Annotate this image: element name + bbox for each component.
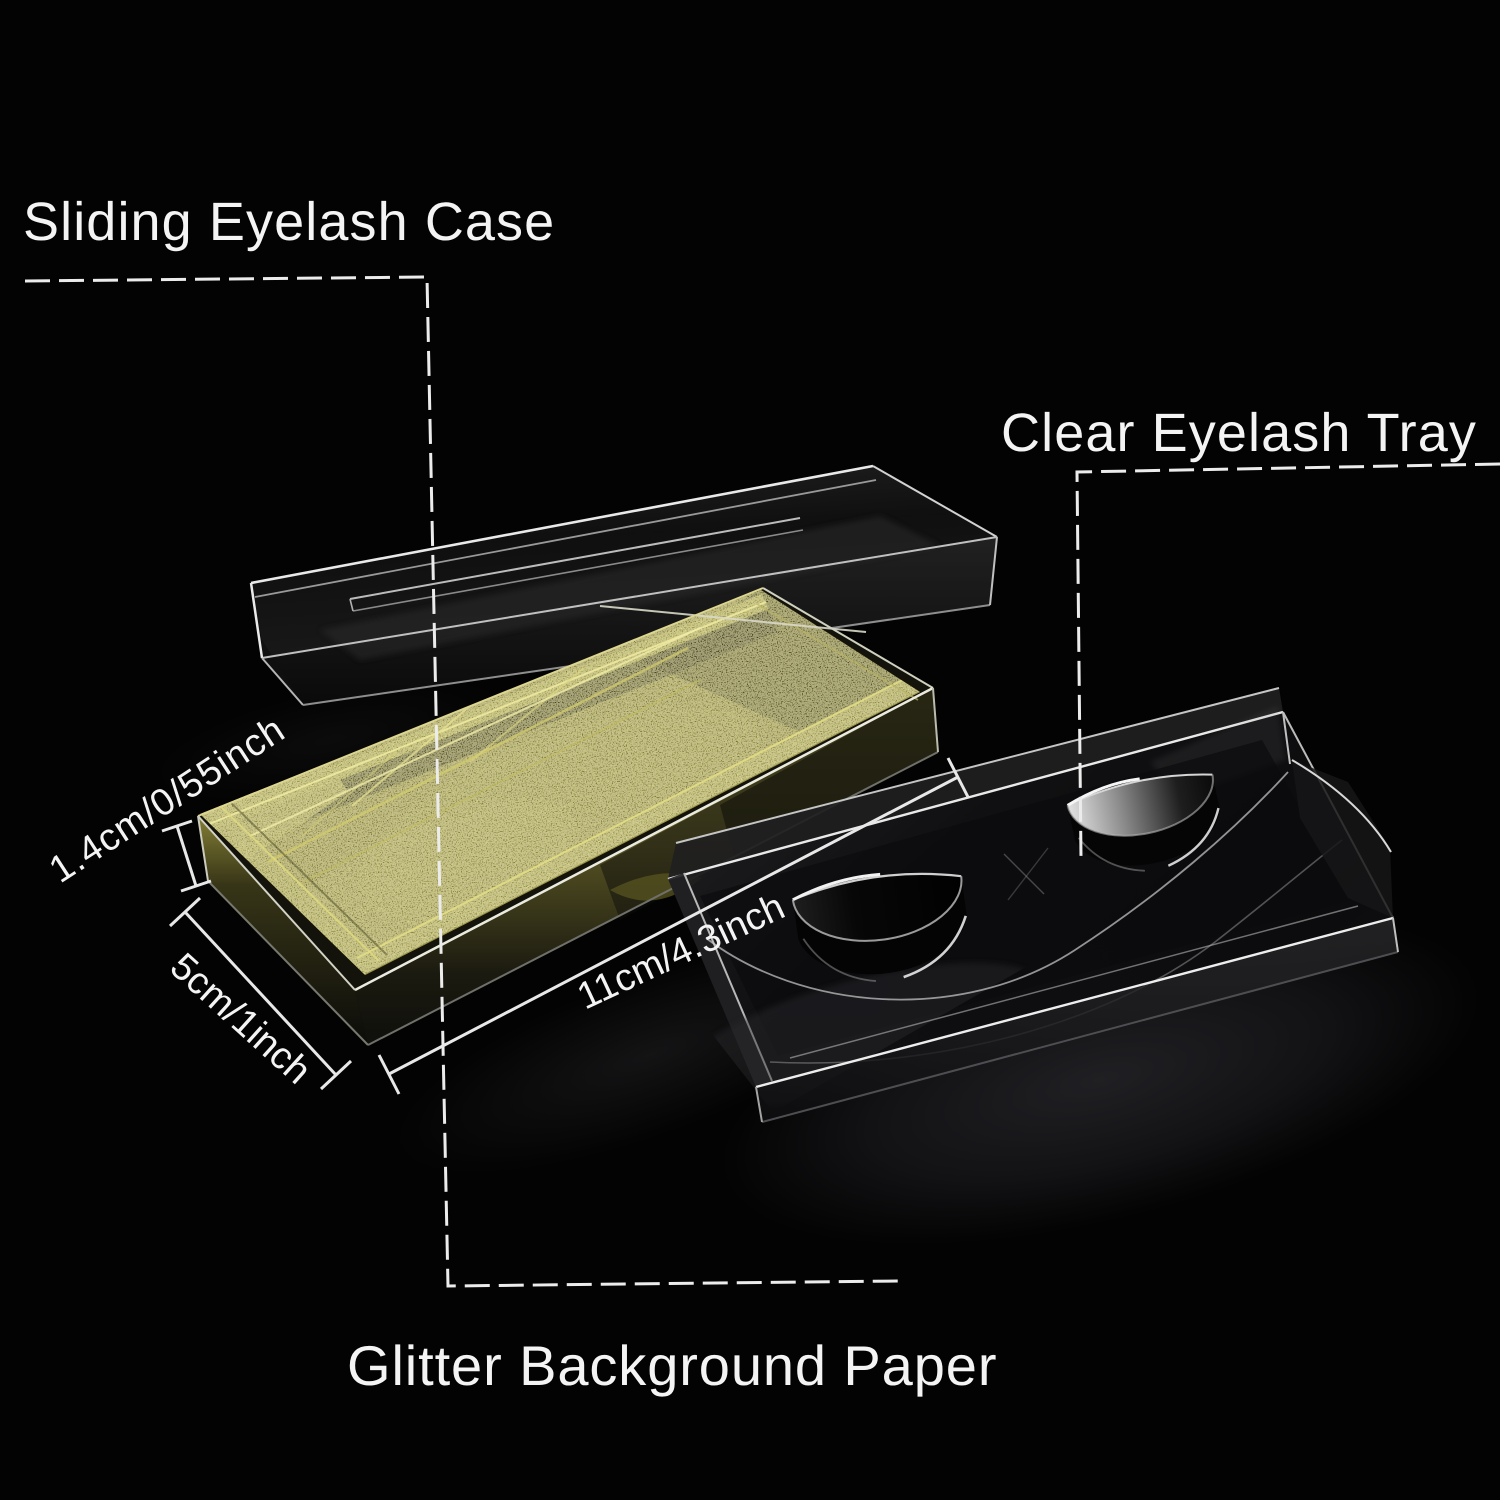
svg-text:Sliding Eyelash Case: Sliding Eyelash Case [23, 192, 555, 252]
svg-text:Glitter Background Paper: Glitter Background Paper [347, 1334, 997, 1397]
svg-text:Clear Eyelash Tray: Clear Eyelash Tray [1001, 403, 1477, 463]
